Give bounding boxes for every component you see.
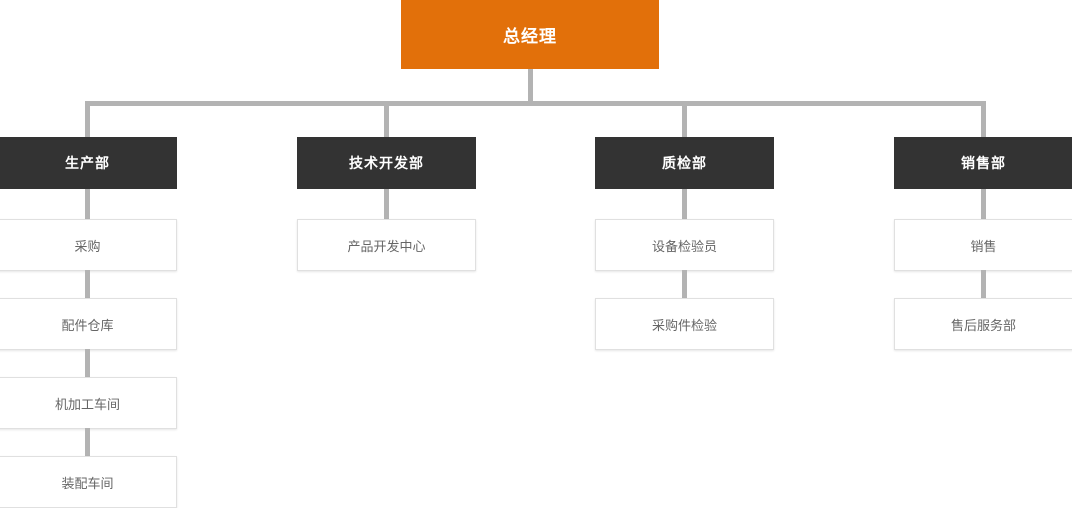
connector-dept4-to-child1	[981, 189, 986, 220]
org-node-c1-child-4[interactable]: 装配车间	[0, 456, 177, 508]
connector-dept3-to-child1	[682, 189, 687, 220]
connector-bus-horizontal	[85, 101, 986, 106]
org-node-c4-child-1-label: 销售	[970, 238, 997, 254]
org-node-c3-child-2-label: 采购件检验	[651, 317, 717, 333]
org-node-root[interactable]: 总经理	[401, 0, 659, 69]
org-node-c4-child-2[interactable]: 售后服务部	[894, 298, 1072, 350]
org-node-c1-child-2[interactable]: 配件仓库	[0, 298, 177, 350]
connector-bus-to-dept-1	[85, 101, 90, 137]
org-node-department-3[interactable]: 质检部	[595, 137, 774, 189]
connector-c4-child1-to-child2	[981, 270, 986, 299]
org-node-c2-child-1-label: 产品开发中心	[347, 238, 426, 254]
org-node-department-2-label: 技术开发部	[349, 155, 424, 171]
connector-dept2-to-child1	[384, 189, 389, 220]
connector-bus-to-dept-3	[682, 101, 687, 137]
connector-c1-child2-to-child3	[85, 349, 90, 378]
org-node-c1-child-3[interactable]: 机加工车间	[0, 377, 177, 429]
org-node-c4-child-1[interactable]: 销售	[894, 219, 1072, 271]
org-node-c1-child-2-label: 配件仓库	[61, 317, 114, 333]
org-node-c3-child-2[interactable]: 采购件检验	[595, 298, 774, 350]
org-node-c4-child-2-label: 售后服务部	[950, 317, 1016, 333]
org-node-department-4[interactable]: 销售部	[894, 137, 1072, 189]
org-node-c1-child-1[interactable]: 采购	[0, 219, 177, 271]
org-node-c1-child-4-label: 装配车间	[61, 475, 114, 491]
org-node-c3-child-1-label: 设备检验员	[651, 238, 717, 254]
org-node-department-3-label: 质检部	[662, 155, 707, 171]
connector-dept1-to-child1	[85, 189, 90, 220]
org-node-c2-child-1[interactable]: 产品开发中心	[297, 219, 476, 271]
connector-root-stem	[528, 69, 533, 105]
org-node-department-2[interactable]: 技术开发部	[297, 137, 476, 189]
connector-c1-child3-to-child4	[85, 428, 90, 457]
org-node-c1-child-1-label: 采购	[74, 238, 101, 254]
org-node-department-4-label: 销售部	[961, 155, 1006, 171]
org-node-root-label: 总经理	[503, 27, 557, 46]
connector-c1-child1-to-child2	[85, 270, 90, 299]
connector-bus-to-dept-4	[981, 101, 986, 137]
org-node-c3-child-1[interactable]: 设备检验员	[595, 219, 774, 271]
org-node-c1-child-3-label: 机加工车间	[54, 396, 120, 412]
connector-c3-child1-to-child2	[682, 270, 687, 299]
connector-bus-to-dept-2	[384, 101, 389, 137]
org-node-department-1[interactable]: 生产部	[0, 137, 177, 189]
org-node-department-1-label: 生产部	[65, 155, 110, 171]
